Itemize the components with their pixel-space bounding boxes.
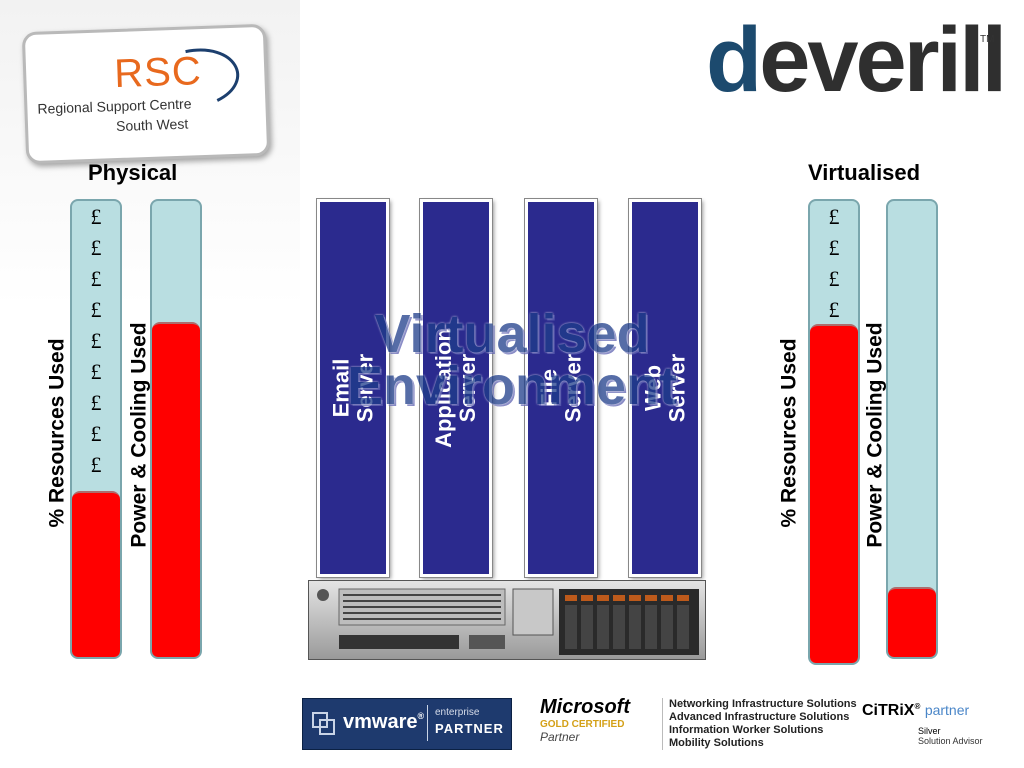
pound-symbol: £ xyxy=(90,204,102,229)
rsc-logo-line1: Regional Support Centre xyxy=(37,95,192,117)
physical-power-bar xyxy=(150,199,202,659)
server-file: File Server xyxy=(524,198,598,578)
deverill-trademark: TM xyxy=(980,34,995,45)
vmware-partner-logo: vmware® enterprise PARTNER xyxy=(302,698,512,750)
microsoft-competencies: Networking Infrastructure Solutions Adva… xyxy=(662,698,857,750)
deverill-logo-rest: everill xyxy=(759,9,1007,111)
vmware-icon xyxy=(312,712,335,735)
microsoft-brand: Microsoft xyxy=(540,696,630,718)
pound-symbol: £ xyxy=(90,297,102,322)
virtualised-power-label: Power & Cooling Used xyxy=(864,322,887,548)
server-web: Web Server xyxy=(628,198,702,578)
vmware-divider xyxy=(427,705,428,741)
deverill-logo-d: d xyxy=(706,9,762,111)
pound-symbol: £ xyxy=(828,204,840,229)
physical-resources-fill xyxy=(72,490,120,657)
virtualised-environment-title: Virtualised Environment xyxy=(300,304,724,416)
vmware-brand-name: vmware xyxy=(343,711,418,733)
pound-symbol: £ xyxy=(90,359,102,384)
citrix-brand: CiTRiX xyxy=(862,702,915,719)
server-application: Application Server xyxy=(419,198,493,578)
vmware-reg-mark: ® xyxy=(417,711,425,721)
rack-server-icon xyxy=(309,581,705,659)
rsc-logo: RSC Regional Support Centre South West xyxy=(21,23,271,165)
vmware-brand: vmware® xyxy=(343,711,424,734)
physical-pound-stack: £ £ £ £ £ £ £ £ £ xyxy=(72,201,120,480)
virtualised-power-bar xyxy=(886,199,938,659)
virtualised-resources-fill xyxy=(810,323,858,663)
rsc-swoosh-icon xyxy=(185,48,240,102)
physical-power-fill xyxy=(152,322,200,657)
footer-left-panel xyxy=(0,690,300,768)
citrix-level: Silver xyxy=(918,726,941,736)
virtualised-power-fill xyxy=(888,586,936,657)
competency-item: Information Worker Solutions xyxy=(669,724,824,736)
pound-symbol: £ xyxy=(828,266,840,291)
microsoft-partner: Partner xyxy=(540,730,580,744)
citrix-partner: partner xyxy=(924,702,970,718)
pound-symbol: £ xyxy=(90,266,102,291)
competency-item: Mobility Solutions xyxy=(669,737,764,749)
physical-power-label: Power & Cooling Used xyxy=(128,322,151,548)
rack-server-image xyxy=(308,580,706,660)
vmware-tier1: enterprise xyxy=(435,707,480,718)
deverill-logo: deverill xyxy=(706,14,1007,106)
server-email: Email Server xyxy=(316,198,390,578)
citrix-tm: ® xyxy=(914,702,921,711)
competency-item: Networking Infrastructure Solutions xyxy=(669,698,857,710)
pound-symbol: £ xyxy=(828,297,840,322)
microsoft-gold-certified: GOLD CERTIFIED xyxy=(540,719,625,730)
pound-symbol: £ xyxy=(90,235,102,260)
citrix-partner-logo: CiTRiX® partner Silver Solution Advisor xyxy=(862,702,983,746)
virtualised-environment-line2: Environment xyxy=(346,356,678,416)
virtualised-pound-stack: £ £ £ £ xyxy=(810,201,858,325)
competency-item: Advanced Infrastructure Solutions xyxy=(669,711,850,723)
virtualised-power-label-wrap: Power & Cooling Used xyxy=(736,322,1016,547)
virtualised-heading: Virtualised xyxy=(808,160,921,185)
pound-symbol: £ xyxy=(90,452,102,477)
citrix-role: Solution Advisor xyxy=(918,736,983,746)
pound-symbol: £ xyxy=(828,235,840,260)
rsc-logo-line2: South West xyxy=(115,115,189,135)
virtualised-resources-bar: £ £ £ £ xyxy=(808,199,860,665)
physical-heading: Physical xyxy=(88,160,178,185)
pound-symbol: £ xyxy=(90,390,102,415)
physical-power-label-wrap: Power & Cooling Used xyxy=(0,322,280,547)
citrix-brand-line: CiTRiX® partner xyxy=(862,702,983,720)
vmware-tier2: PARTNER xyxy=(435,721,504,736)
microsoft-gold-partner-logo: Microsoft GOLD CERTIFIED Partner xyxy=(540,696,640,750)
pound-symbol: £ xyxy=(90,328,102,353)
physical-resources-bar: £ £ £ £ £ £ £ £ £ xyxy=(70,199,122,659)
virtualised-environment-line1: Virtualised xyxy=(374,304,650,364)
copyright-text: ©Deverill 2009 xyxy=(36,708,146,725)
pound-symbol: £ xyxy=(90,421,102,446)
